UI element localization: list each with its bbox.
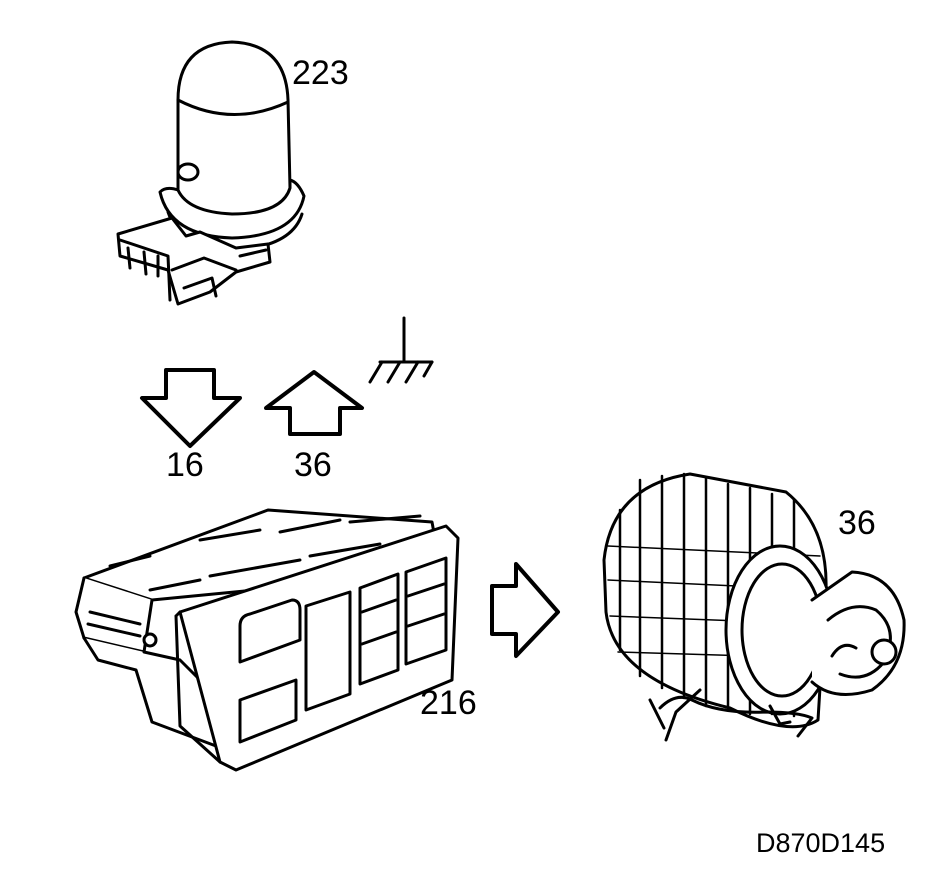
figure-reference-label: D870D145 (756, 828, 886, 858)
arrow-right-icon (492, 564, 558, 656)
climate-control-unit-icon (76, 510, 458, 770)
arrow-down-number-label: 16 (166, 446, 204, 484)
relay-number-label: 223 (292, 54, 349, 92)
arrow-down-icon (142, 370, 240, 446)
blower-fan-icon (604, 474, 904, 740)
control-unit-number-label: 216 (420, 684, 477, 722)
ground-symbol-icon (370, 318, 432, 382)
fan-number-label: 36 (838, 504, 876, 542)
arrow-up-number-label: 36 (294, 446, 332, 484)
relay-icon (118, 42, 304, 304)
arrow-up-icon (266, 372, 362, 434)
